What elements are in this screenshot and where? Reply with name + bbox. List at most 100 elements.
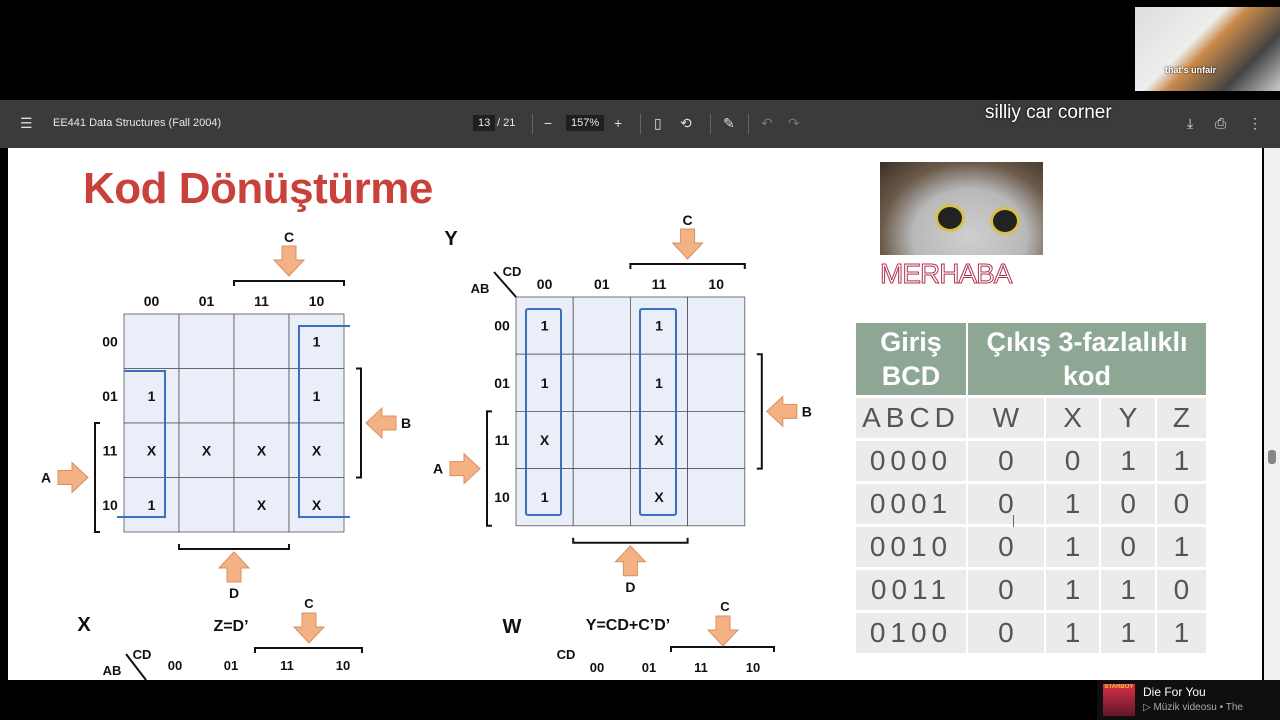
- table-col-header: Y: [1101, 398, 1155, 438]
- kmap-cell: [123, 477, 180, 533]
- arrow-b-icon: [365, 407, 397, 439]
- kmap-cell-value: X: [147, 442, 157, 458]
- kmap-col-label: 11: [280, 658, 294, 673]
- kmap-row-label: 00: [494, 318, 510, 334]
- arrow-a-icon: [449, 453, 481, 485]
- song-subtitle: ▷ Müzik videosu • The: [1143, 702, 1243, 713]
- zoom-out-button[interactable]: −: [544, 115, 553, 131]
- kmap-col-label: 11: [694, 660, 708, 675]
- group-loop: [525, 308, 562, 516]
- kmap-cell-value: 1: [148, 497, 156, 513]
- bracket-a: [94, 422, 100, 533]
- equation-y: Y=CD+C’D’: [586, 617, 670, 634]
- var-c-label: C: [284, 229, 294, 245]
- arrow-c-icon: [672, 228, 704, 260]
- table-cell: 1: [1101, 441, 1155, 481]
- kmap-cell-value: X: [312, 497, 322, 513]
- annotate-icon[interactable]: ✎: [723, 115, 735, 131]
- kmap-cell: [123, 368, 180, 424]
- arrow-a-icon: [57, 462, 89, 493]
- fit-page-icon[interactable]: ▯: [654, 115, 662, 131]
- more-options-icon[interactable]: ⋮: [1248, 115, 1262, 131]
- kmap-cell: [123, 313, 180, 369]
- kmap-cell: [572, 353, 631, 412]
- now-playing[interactable]: STARBOY Die For You ▷ Müzik videosu • Th…: [1097, 680, 1280, 720]
- kmap-col-label: 01: [594, 276, 610, 292]
- table-cell: 0100: [856, 613, 966, 653]
- kmap-cell: [687, 296, 746, 355]
- table-cell: 1: [1101, 613, 1155, 653]
- kmap-row-label: 10: [102, 497, 118, 513]
- zoom-in-button[interactable]: +: [614, 115, 623, 131]
- group-loop: [117, 370, 166, 518]
- zoom-input[interactable]: 157%: [566, 115, 605, 131]
- document-title: EE441 Data Structures (Fall 2004): [53, 117, 222, 129]
- menu-icon[interactable]: ☰: [20, 115, 33, 131]
- kmap-cell-value: 1: [541, 375, 549, 391]
- kmap-cell-value: X: [540, 432, 550, 448]
- table-cell: 0: [968, 570, 1044, 610]
- kmap-cell: [178, 313, 235, 369]
- kmap-col-label: 00: [590, 660, 604, 675]
- var-a-label: A: [41, 470, 51, 486]
- table-cell: 1: [1045, 613, 1100, 653]
- kmap-y-title: Y: [444, 228, 458, 250]
- kmap-w-title: W: [503, 616, 522, 638]
- scrollbar[interactable]: [1264, 148, 1280, 680]
- table-cell: 1: [1045, 527, 1100, 567]
- table-cell: 0000: [856, 441, 966, 481]
- kmap-cell-value: X: [257, 497, 267, 513]
- table-cell: 0: [1156, 570, 1206, 610]
- kmap-col-label: 11: [254, 293, 269, 309]
- kmap-col-label: 11: [652, 276, 667, 292]
- bracket-c: [233, 280, 345, 286]
- page-number-input[interactable]: 13: [473, 115, 496, 131]
- bracket-c: [670, 646, 775, 652]
- kmap-col-label: 10: [746, 660, 760, 675]
- kmap-cell: [233, 422, 290, 478]
- table-cell: 0: [968, 484, 1044, 524]
- var-c-label: C: [683, 212, 693, 228]
- table-cell: 1: [1156, 527, 1206, 567]
- var-a-label: A: [433, 461, 443, 477]
- bracket-a: [486, 410, 492, 527]
- bracket-c: [254, 647, 363, 653]
- table-cell: 1: [1156, 613, 1206, 653]
- kmap-cell: [178, 368, 235, 424]
- table-cell: 0: [968, 441, 1044, 481]
- album-cover: STARBOY: [1103, 684, 1135, 716]
- var-d-label: D: [625, 579, 635, 595]
- kmap-col-label: 00: [144, 293, 160, 309]
- kmap-col-label: 00: [168, 658, 182, 673]
- var-c-label: C: [304, 596, 314, 611]
- undo-icon[interactable]: ↶: [761, 115, 773, 131]
- kmap-col-label: 01: [224, 658, 238, 673]
- bottom-bar: [0, 680, 1280, 720]
- corner-ab: AB: [103, 663, 122, 678]
- kmap-cell-value: 1: [541, 318, 549, 334]
- kmap-row-label: 11: [103, 442, 118, 458]
- corner-diagonal: [125, 653, 147, 680]
- table-cell: 1: [1045, 484, 1100, 524]
- download-icon[interactable]: ⤓: [1187, 115, 1194, 131]
- kmap-row-label: 10: [494, 489, 510, 505]
- table-cell: 0011: [856, 570, 966, 610]
- table-col-header: ABCD: [856, 398, 966, 438]
- kmap-cell: [687, 468, 746, 527]
- webcam-video-cat: that's unfair: [1135, 7, 1280, 91]
- page-total: / 21: [497, 117, 516, 129]
- kmap-cell-value: X: [257, 442, 267, 458]
- redo-icon[interactable]: ↷: [788, 115, 800, 131]
- corner-diagonal: [493, 271, 517, 298]
- corner-cd: CD: [133, 647, 152, 662]
- table-cell: 1: [1156, 441, 1206, 481]
- header-output: Çıkış 3-fazlalıklı kod: [968, 323, 1206, 395]
- song-title: Die For You: [1143, 685, 1206, 699]
- print-icon[interactable]: ⎙: [1215, 115, 1227, 131]
- corner-ab: AB: [471, 281, 490, 296]
- kmap-cell: [178, 477, 235, 533]
- rotate-icon[interactable]: ⟲: [680, 115, 692, 131]
